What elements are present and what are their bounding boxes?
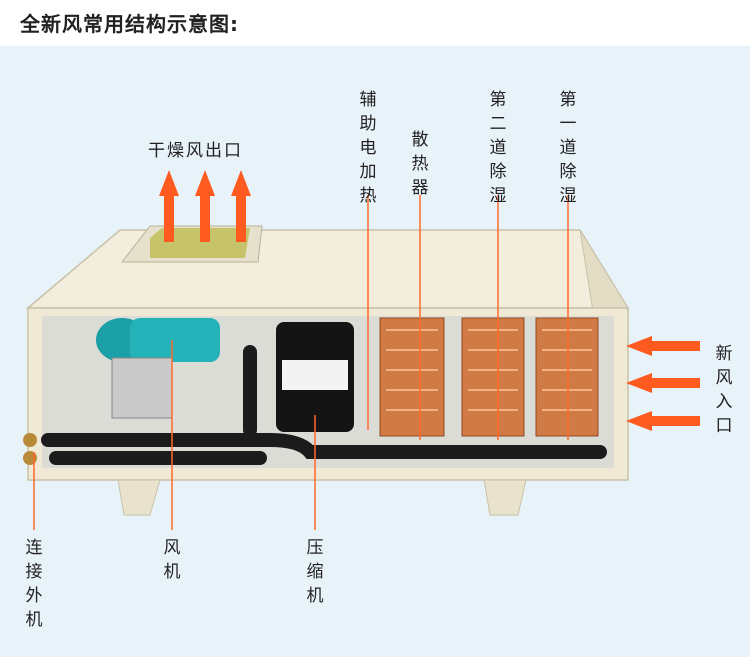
label-dehum1: 第一道除湿 bbox=[559, 90, 577, 206]
label-aux-heater: 辅助电加热 bbox=[359, 90, 377, 206]
outlet-filter bbox=[150, 228, 250, 258]
fan-housing bbox=[130, 318, 220, 362]
page-title: 全新风常用结构示意图: bbox=[20, 12, 239, 36]
label-dehum2: 第二道除湿 bbox=[489, 90, 507, 206]
connector-2 bbox=[23, 451, 37, 465]
leader-lines bbox=[33, 195, 569, 530]
compressor-label bbox=[282, 360, 348, 390]
coil-lines bbox=[386, 329, 592, 411]
outlet-arrows bbox=[159, 170, 251, 242]
leg-right bbox=[483, 479, 527, 516]
label-inlet: 新风入口 bbox=[715, 344, 733, 436]
label-fan: 风机 bbox=[163, 538, 181, 582]
label-compressor: 压缩机 bbox=[306, 538, 324, 606]
label-outlet: 干燥风出口 bbox=[148, 141, 243, 161]
housing-top bbox=[25, 229, 630, 309]
leg-left bbox=[117, 479, 161, 516]
label-connect: 连接外机 bbox=[25, 538, 43, 630]
fan-stand bbox=[111, 357, 173, 419]
label-radiator: 散热器 bbox=[411, 130, 429, 198]
insulated-pipes bbox=[41, 345, 607, 465]
inlet-arrows bbox=[626, 336, 700, 431]
coils bbox=[379, 317, 599, 437]
connector-1 bbox=[23, 433, 37, 447]
